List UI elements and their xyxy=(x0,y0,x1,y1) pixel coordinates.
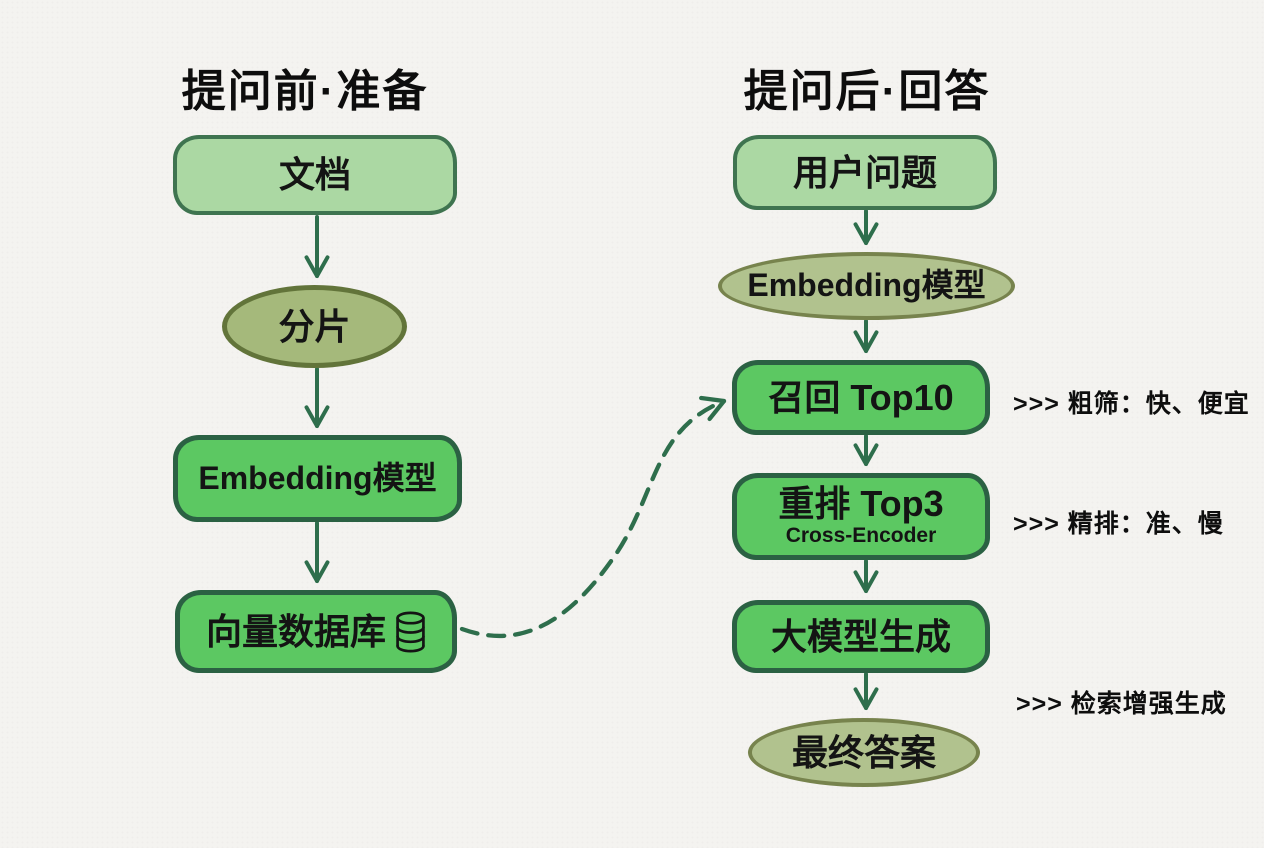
annotation-rag: >>> 检索增强生成 xyxy=(1016,690,1227,718)
right-column-heading: 提问后·回答 xyxy=(743,67,991,116)
user-question-label: 用户问题 xyxy=(792,151,937,193)
annotation-fine-ranking: >>> 精排：准、慢 xyxy=(1013,510,1224,538)
embedding-model-label-right: Embedding模型 xyxy=(747,267,986,304)
user-question-node: 用户问题 xyxy=(733,135,997,210)
chunking-label: 分片 xyxy=(278,305,351,347)
document-label: 文档 xyxy=(278,154,351,196)
embedding-model-node-right: Embedding模型 xyxy=(718,252,1015,320)
final-answer-node: 最终答案 xyxy=(748,718,980,787)
final-answer-label: 最终答案 xyxy=(791,731,936,773)
rerank-top3-node: 重排 Top3 Cross-Encoder xyxy=(732,473,990,560)
annotation-coarse-screening: >>> 粗筛：快、便宜 xyxy=(1013,390,1250,418)
arrow-vectordb-to-recall-dashed xyxy=(459,395,727,639)
embedding-model-label-left: Embedding模型 xyxy=(198,459,437,496)
chunking-node: 分片 xyxy=(222,285,407,368)
rerank-sublabel: Cross-Encoder xyxy=(785,524,937,548)
document-node: 文档 xyxy=(173,135,457,215)
database-icon xyxy=(396,611,425,652)
left-column-heading: 提问前·准备 xyxy=(181,67,429,116)
vector-db-label: 向量数据库 xyxy=(205,610,386,652)
recall-top10-label: 召回 Top10 xyxy=(768,376,954,418)
vector-db-node: 向量数据库 xyxy=(175,590,457,673)
embedding-model-node-left: Embedding模型 xyxy=(173,435,462,522)
rerank-top3-label: 重排 Top3 xyxy=(778,482,944,524)
recall-top10-node: 召回 Top10 xyxy=(732,360,990,435)
llm-generate-label: 大模型生成 xyxy=(770,615,951,657)
llm-generate-node: 大模型生成 xyxy=(732,600,990,673)
